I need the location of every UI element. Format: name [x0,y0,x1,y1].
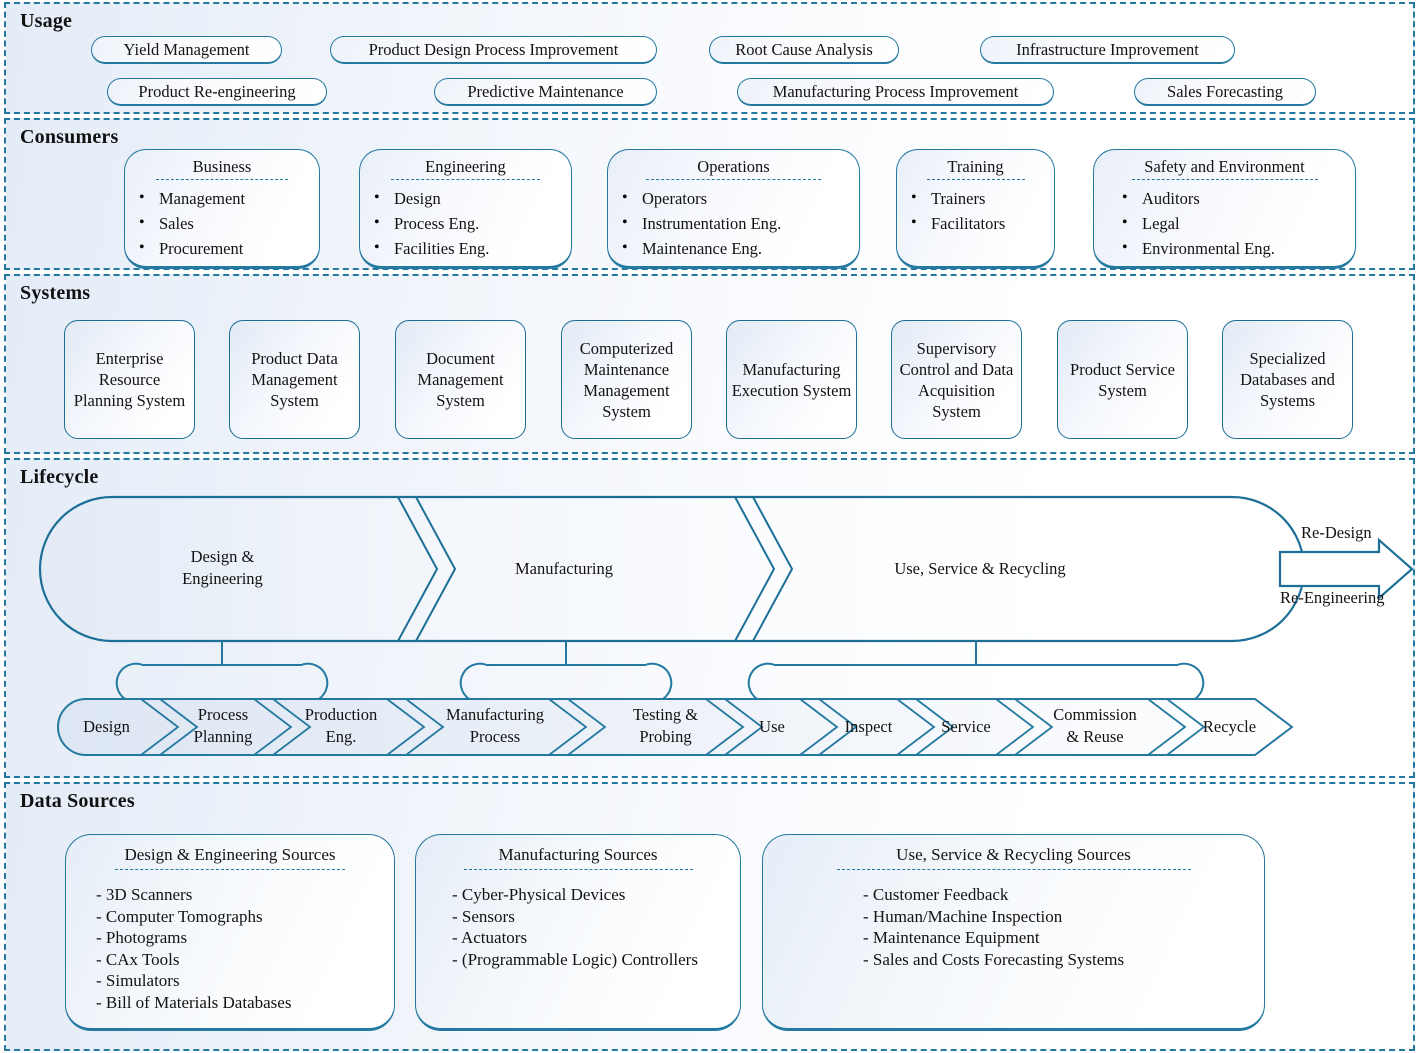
data-source-card-manufacturing[interactable]: Manufacturing Sources - Cyber-Physical D… [415,834,741,1031]
list-item: Auditors [1122,185,1355,211]
lifecycle-phase-label-manufacturing: Manufacturing [514,559,614,578]
divider [646,179,821,180]
list-item: Procurement [139,235,319,261]
usage-pill-manufacturing-process-improvement[interactable]: Manufacturing Process Improvement [737,78,1054,106]
list-item: - (Programmable Logic) Controllers [452,949,698,969]
feedback-label-re-engineering: Re-Engineering [1280,588,1385,607]
list-item: Process Eng. [374,210,571,236]
label-text: Design &Engineering [182,547,263,588]
consumer-card-title: Operations [697,157,770,176]
system-box-pss[interactable]: Product Service System [1057,320,1188,439]
consumer-card-title: Business [192,157,252,176]
system-box-cmms[interactable]: Computerized Maintenance Management Syst… [561,320,692,439]
lifecycle-step-service[interactable]: Service [941,717,991,736]
consumer-card-operations[interactable]: Operations Operators Instrumentation Eng… [607,149,860,269]
usage-pill-product-design-process-improvement[interactable]: Product Design Process Improvement [330,36,657,64]
list-item: - Bill of Materials Databases [96,992,292,1012]
feedback-label-re-design: Re-Design [1301,523,1372,542]
list-item: Legal [1122,210,1355,236]
list-item: Design [374,185,571,211]
lifecycle-step-commission-reuse[interactable]: Commission& Reuse [1053,705,1137,746]
usage-pill-yield-management[interactable]: Yield Management [91,36,282,64]
list-item: Management [139,185,319,211]
lifecycle-step-recycle[interactable]: Recycle [1202,717,1257,736]
data-source-card-use-service-recycling[interactable]: Use, Service & Recycling Sources - Custo… [762,834,1265,1031]
list-item: - Sensors [452,906,515,926]
list-item: - CAx Tools [96,949,180,969]
divider [1131,179,1318,180]
list-item: - Actuators [452,928,528,947]
list-item: Maintenance Eng. [622,235,859,261]
divider [115,869,345,870]
list-item: - Photograms [96,928,188,947]
section-systems: Systems [4,274,1415,454]
list-item: - Human/Machine Inspection [863,906,1063,926]
consumer-item-list: Trainers Facilitators [897,185,1054,236]
consumer-card-title: Safety and Environment [1144,157,1305,176]
list-item: Environmental Eng. [1122,235,1355,261]
divider [836,869,1191,870]
system-box-scada[interactable]: Supervisory Control and Data Acquisition… [891,320,1022,439]
system-box-pdm[interactable]: Product Data Management System [229,320,360,439]
list-item: - Sales and Costs Forecasting Systems [863,949,1125,969]
usage-pill-sales-forecasting[interactable]: Sales Forecasting [1134,78,1316,106]
list-item: Instrumentation Eng. [622,210,859,236]
list-item: - Computer Tomographs [96,906,263,926]
consumer-item-list: Auditors Legal Environmental Eng. [1094,185,1355,261]
list-item: - Simulators [96,971,180,990]
data-source-card-title: Use, Service & Recycling Sources [896,845,1131,864]
data-source-card-title: Design & Engineering Sources [124,845,336,864]
usage-pill-predictive-maintenance[interactable]: Predictive Maintenance [434,78,657,106]
consumer-item-list: Design Process Eng. Facilities Eng. [360,185,571,261]
list-item: Operators [622,185,859,211]
lifecycle-step-inspect[interactable]: Inspect [844,717,893,736]
section-title-usage: Usage [20,10,73,32]
consumer-card-title: Training [947,157,1004,176]
lifecycle-step-design[interactable]: Design [83,717,130,736]
consumer-card-title: Engineering [425,157,506,176]
system-box-dms[interactable]: Document Management System [395,320,526,439]
data-source-card-title: Manufacturing Sources [498,845,658,864]
usage-pill-root-cause-analysis[interactable]: Root Cause Analysis [709,36,899,64]
lifecycle-step-use[interactable]: Use [759,717,785,736]
consumer-item-list: Operators Instrumentation Eng. Maintenan… [608,185,859,261]
data-source-item-list: - 3D Scanners - Computer Tomographs - Ph… [66,884,394,1013]
data-source-item-list: - Customer Feedback - Human/Machine Insp… [763,884,1264,970]
list-item: Sales [139,210,319,236]
usage-pill-product-re-engineering[interactable]: Product Re-engineering [107,78,327,106]
section-title-data-sources: Data Sources [20,790,135,812]
list-item: - 3D Scanners [96,885,193,904]
lifecycle-phase-label-design-engineering: Design &Engineering [140,546,305,590]
section-title-lifecycle: Lifecycle [20,466,99,488]
list-item: Facilitators [911,210,1054,236]
consumer-card-training[interactable]: Training Trainers Facilitators [896,149,1055,269]
consumer-card-engineering[interactable]: Engineering Design Process Eng. Faciliti… [359,149,572,269]
consumer-card-safety-and-environment[interactable]: Safety and Environment Auditors Legal En… [1093,149,1356,269]
consumer-card-business[interactable]: Business Management Sales Procurement [124,149,320,269]
list-item: - Maintenance Equipment [863,928,1040,947]
usage-pill-infrastructure-improvement[interactable]: Infrastructure Improvement [980,36,1235,64]
list-item: - Customer Feedback [863,885,1009,904]
data-source-item-list: - Cyber-Physical Devices - Sensors - Act… [416,884,740,970]
list-item: - Cyber-Physical Devices [452,885,626,904]
system-box-erp[interactable]: Enterprise Resource Planning System [64,320,195,439]
consumer-item-list: Management Sales Procurement [125,185,319,261]
list-item: Facilities Eng. [374,235,571,261]
divider [463,869,693,870]
section-title-consumers: Consumers [20,126,119,148]
system-box-mes[interactable]: Manufacturing Execution System [726,320,857,439]
divider [156,179,288,180]
divider [391,179,540,180]
divider [926,179,1025,180]
list-item: Trainers [911,185,1054,211]
lifecycle-phase-label-use-service-recycling: Use, Service & Recycling [894,559,1066,578]
system-box-specialized[interactable]: Specialized Databases and Systems [1222,320,1353,439]
lifecycle-step-testing-probing[interactable]: Testing &Probing [632,705,699,746]
data-source-card-design-engineering[interactable]: Design & Engineering Sources - 3D Scanne… [65,834,395,1031]
section-title-systems: Systems [20,282,91,304]
